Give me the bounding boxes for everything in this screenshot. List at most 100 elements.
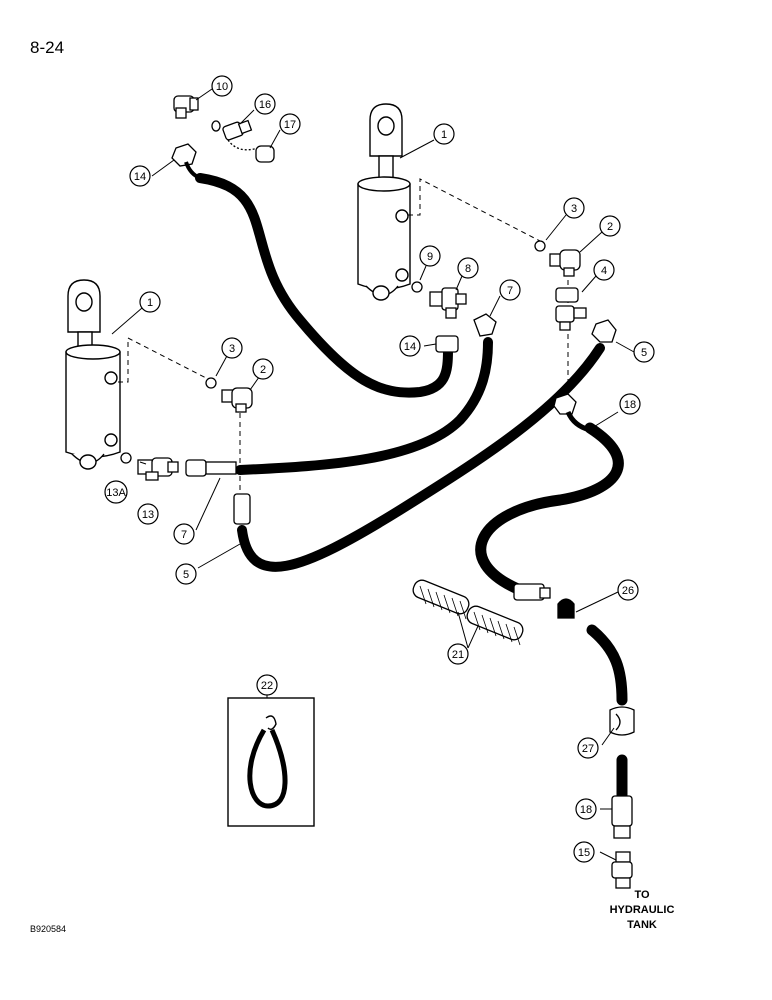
o-ring-9	[411, 281, 423, 293]
callout-4: 4	[593, 259, 615, 281]
callout-circle	[104, 480, 128, 504]
hose-end-7	[473, 313, 497, 337]
callout-17: 17	[279, 113, 301, 135]
callout-label: 2	[607, 221, 613, 233]
tee-fitting-8	[429, 287, 467, 319]
callout-3: 3	[563, 197, 585, 219]
hoses	[195, 173, 628, 801]
o-ring-3-lower	[205, 377, 217, 389]
callout-label: 1	[441, 129, 447, 141]
hose-5	[237, 343, 605, 572]
destination-line-3: TANK	[627, 919, 657, 931]
callout-label: 10	[216, 81, 228, 93]
callout-10: 10	[211, 75, 233, 97]
callout-label: 1	[147, 297, 153, 309]
callout-label: 5	[183, 569, 189, 581]
callout-label: 14	[134, 171, 146, 183]
callout-13a: 13A	[104, 480, 128, 504]
callout-circle	[499, 279, 521, 301]
cap-17	[255, 145, 275, 163]
callout-circle	[254, 93, 276, 115]
callout-label: 7	[507, 285, 513, 297]
destination-line-1: TO	[634, 889, 650, 901]
leader-lines	[111, 88, 635, 861]
callout-label: 18	[580, 804, 592, 816]
callout-15: 15	[573, 841, 595, 863]
elbow-fitting-13	[137, 457, 179, 481]
callout-circle	[573, 841, 595, 863]
callout-label: 2	[260, 364, 266, 376]
callout-13: 13	[137, 503, 159, 525]
callout-label: 3	[571, 203, 577, 215]
callout-label: 9	[427, 251, 433, 263]
page-number: 8-24	[30, 38, 65, 57]
callout-label: 5	[641, 347, 647, 359]
hose-end-5-upper	[591, 319, 617, 343]
fittings	[120, 95, 635, 889]
swivel-nut-14-upper	[171, 143, 201, 180]
callout-circle	[433, 123, 455, 145]
callouts: 1016171413249875132141813A13752621222718…	[104, 75, 655, 863]
hose-end-5-crimp	[233, 493, 251, 525]
sleeve-21	[412, 579, 524, 646]
strap-box-22	[227, 697, 315, 827]
callout-label: 26	[622, 585, 634, 597]
callout-label: 16	[259, 99, 271, 111]
alignment-lines	[118, 178, 569, 504]
callout-21: 21	[447, 643, 469, 665]
elbow-fitting-10	[173, 95, 199, 119]
callout-26: 26	[617, 579, 639, 601]
callout-8: 8	[457, 257, 479, 279]
hose-end-18-upper	[553, 393, 591, 433]
callout-9: 9	[419, 245, 441, 267]
hose-14-upper	[195, 173, 453, 398]
callout-circle	[575, 798, 597, 820]
callout-circle	[173, 523, 195, 545]
o-ring-13a	[120, 452, 132, 464]
callout-7: 7	[499, 279, 521, 301]
hose-18-lower	[586, 624, 628, 706]
callout-circle	[617, 579, 639, 601]
o-ring-3-upper	[534, 240, 546, 252]
callout-label: 14	[404, 341, 416, 353]
callout-22: 22	[256, 674, 278, 696]
callout-circle	[279, 113, 301, 135]
callout-label: 13A	[106, 487, 126, 499]
callout-label: 3	[229, 343, 235, 355]
hose-end-crimp-mid	[513, 583, 551, 601]
callout-label: 27	[582, 743, 594, 755]
cylinder-upper	[357, 103, 411, 301]
callout-18: 18	[619, 393, 641, 415]
hose-end-7-crimp	[185, 459, 237, 477]
elbow-fitting-2-upper	[549, 249, 581, 277]
callout-circle	[619, 393, 641, 415]
callout-2: 2	[599, 215, 621, 237]
destination-line-2: HYDRAULIC	[609, 904, 675, 916]
tee-fitting-4	[555, 287, 587, 331]
callout-18: 18	[575, 798, 597, 820]
callout-label: 4	[601, 265, 607, 277]
callout-circle	[137, 503, 159, 525]
callout-1: 1	[433, 123, 455, 145]
callout-label: 21	[452, 649, 464, 661]
clamp-26	[557, 598, 575, 619]
hose-end-18-lower	[611, 795, 633, 839]
callout-circle	[175, 563, 197, 585]
destination-label: TO HYDRAULIC TANK	[572, 888, 712, 933]
callout-5: 5	[175, 563, 197, 585]
band-27	[609, 706, 635, 736]
callout-circle	[211, 75, 233, 97]
callout-7: 7	[173, 523, 195, 545]
callout-16: 16	[254, 93, 276, 115]
cylinder-lower	[65, 279, 121, 470]
hose-end-14-lower	[435, 335, 459, 353]
callout-circle	[599, 215, 621, 237]
adapter-15	[611, 851, 633, 889]
callout-circle	[419, 245, 441, 267]
callout-label: 15	[578, 847, 590, 859]
callout-label: 7	[181, 529, 187, 541]
callout-label: 18	[624, 399, 636, 411]
callout-14: 14	[399, 335, 421, 357]
hose-18-upper	[475, 422, 624, 596]
